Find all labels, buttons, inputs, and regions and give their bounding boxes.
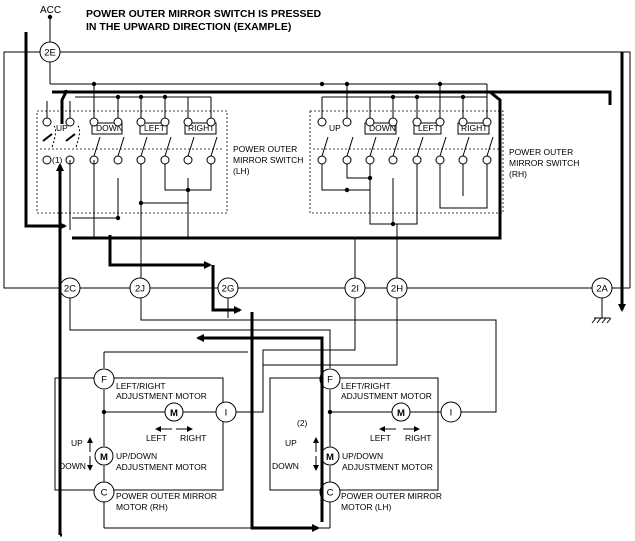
acc-label: ACC xyxy=(40,5,61,16)
svg-text:M: M xyxy=(100,452,108,463)
svg-text:UP: UP xyxy=(56,123,68,133)
motor-lh-labels: LEFT/RIGHT ADJUSTMENT MOTOR LEFT RIGHT U… xyxy=(272,381,442,512)
terminal-2a: 2A xyxy=(591,277,613,299)
terminal-2c: 2C xyxy=(59,277,81,299)
svg-text:2A: 2A xyxy=(596,284,608,295)
motor-lh-lr-motor-icon: M xyxy=(391,402,411,422)
svg-text:MIRROR SWITCH: MIRROR SWITCH xyxy=(509,158,579,168)
svg-text:M: M xyxy=(170,408,178,419)
svg-text:(2): (2) xyxy=(297,418,308,428)
svg-text:POWER OUTER MIRROR: POWER OUTER MIRROR xyxy=(116,491,217,501)
current-flow-path xyxy=(24,32,626,537)
svg-text:DOWN: DOWN xyxy=(59,461,86,471)
svg-text:F: F xyxy=(101,375,107,386)
terminal-2i: 2I xyxy=(344,277,366,299)
svg-text:UP: UP xyxy=(285,438,297,448)
motor-rh-pin-c: C xyxy=(93,481,115,503)
svg-text:POWER OUTER: POWER OUTER xyxy=(233,144,297,154)
svg-text:M: M xyxy=(326,452,334,463)
svg-text:(1): (1) xyxy=(52,155,63,165)
svg-text:POWER OUTER: POWER OUTER xyxy=(509,147,573,157)
svg-text:C: C xyxy=(101,488,108,499)
svg-text:I: I xyxy=(225,408,228,419)
svg-text:2C: 2C xyxy=(64,284,76,295)
motor-lh-wiring xyxy=(327,390,441,528)
switch-rh-contacts xyxy=(317,84,494,165)
svg-text:2I: 2I xyxy=(351,284,359,295)
terminal-2j: 2J xyxy=(129,277,151,299)
switch-rh-labels: UP DOWN LEFT RIGHT POWER OUTER MIRROR SW… xyxy=(329,122,579,179)
svg-text:RIGHT: RIGHT xyxy=(405,433,431,443)
svg-text:UP: UP xyxy=(71,438,83,448)
svg-text:C: C xyxy=(327,488,334,499)
svg-text:2J: 2J xyxy=(135,284,145,295)
svg-text:POWER OUTER MIRROR: POWER OUTER MIRROR xyxy=(341,491,442,501)
svg-text:LEFT: LEFT xyxy=(146,433,167,443)
terminal-2e: 2E xyxy=(39,41,61,63)
motor-lh-pin-c: C xyxy=(319,481,341,503)
svg-text:M: M xyxy=(397,408,405,419)
svg-text:MOTOR (LH): MOTOR (LH) xyxy=(341,502,392,512)
switch-lh-contacts xyxy=(42,84,218,238)
svg-text:I: I xyxy=(450,408,453,419)
svg-text:ADJUSTMENT MOTOR: ADJUSTMENT MOTOR xyxy=(342,462,433,472)
terminal-2g: 2G xyxy=(217,277,239,299)
svg-text:ADJUSTMENT MOTOR: ADJUSTMENT MOTOR xyxy=(116,462,207,472)
svg-text:RIGHT: RIGHT xyxy=(461,123,487,133)
motor-rh-ud-motor-icon: M xyxy=(94,446,114,466)
diagram-title-line2: IN THE UPWARD DIRECTION (EXAMPLE) xyxy=(86,21,291,33)
switch-rh-box xyxy=(309,110,504,214)
svg-text:DOWN: DOWN xyxy=(96,123,123,133)
svg-text:DOWN: DOWN xyxy=(369,123,396,133)
svg-text:MOTOR (RH): MOTOR (RH) xyxy=(116,502,168,512)
svg-text:LEFT/RIGHT: LEFT/RIGHT xyxy=(116,381,166,391)
diagram-title-line1: POWER OUTER MIRROR SWITCH IS PRESSED xyxy=(86,8,322,20)
svg-text:LEFT/RIGHT: LEFT/RIGHT xyxy=(341,381,391,391)
motor-rh-pin-f: F xyxy=(93,368,115,390)
motor-lh-box xyxy=(269,377,439,491)
svg-text:2E: 2E xyxy=(44,48,56,59)
svg-text:(RH): (RH) xyxy=(509,169,527,179)
motor-rh-lr-motor-icon: M xyxy=(164,402,184,422)
svg-text:LEFT: LEFT xyxy=(144,123,165,133)
svg-text:LEFT: LEFT xyxy=(418,123,439,133)
svg-text:ADJUSTMENT MOTOR: ADJUSTMENT MOTOR xyxy=(341,391,432,401)
svg-text:(LH): (LH) xyxy=(233,166,250,176)
terminal-2h: 2H xyxy=(386,277,408,299)
svg-text:DOWN: DOWN xyxy=(272,461,299,471)
motor-lh-ud-motor-icon: M xyxy=(320,446,340,466)
svg-text:RIGHT: RIGHT xyxy=(188,123,214,133)
svg-text:F: F xyxy=(327,375,333,386)
motor-rh-box xyxy=(54,377,224,491)
motor-rh-pin-i: I xyxy=(215,401,237,423)
svg-text:UP/DOWN: UP/DOWN xyxy=(116,451,157,461)
thin-wiring xyxy=(3,51,631,413)
motor-lh-pin-i: I xyxy=(440,401,462,423)
motor-lh-direction-arrows xyxy=(313,426,420,471)
switch-lh-box xyxy=(36,110,228,214)
acc-wiring xyxy=(47,14,53,42)
svg-text:2G: 2G xyxy=(222,284,235,295)
svg-text:RIGHT: RIGHT xyxy=(180,433,206,443)
svg-text:ADJUSTMENT MOTOR: ADJUSTMENT MOTOR xyxy=(116,391,207,401)
switch-lh-labels: UP DOWN LEFT RIGHT (1) POWER OUTER MIRRO… xyxy=(52,122,303,176)
motor-rh-direction-arrows xyxy=(87,426,193,471)
motor-lh-pin-f: F xyxy=(319,368,341,390)
svg-text:UP: UP xyxy=(329,123,341,133)
svg-text:MIRROR SWITCH: MIRROR SWITCH xyxy=(233,155,303,165)
motor-rh-labels: LEFT/RIGHT ADJUSTMENT MOTOR LEFT RIGHT U… xyxy=(59,381,217,512)
svg-text:LEFT: LEFT xyxy=(370,433,391,443)
svg-text:UP/DOWN: UP/DOWN xyxy=(342,451,383,461)
svg-text:2H: 2H xyxy=(391,284,403,295)
